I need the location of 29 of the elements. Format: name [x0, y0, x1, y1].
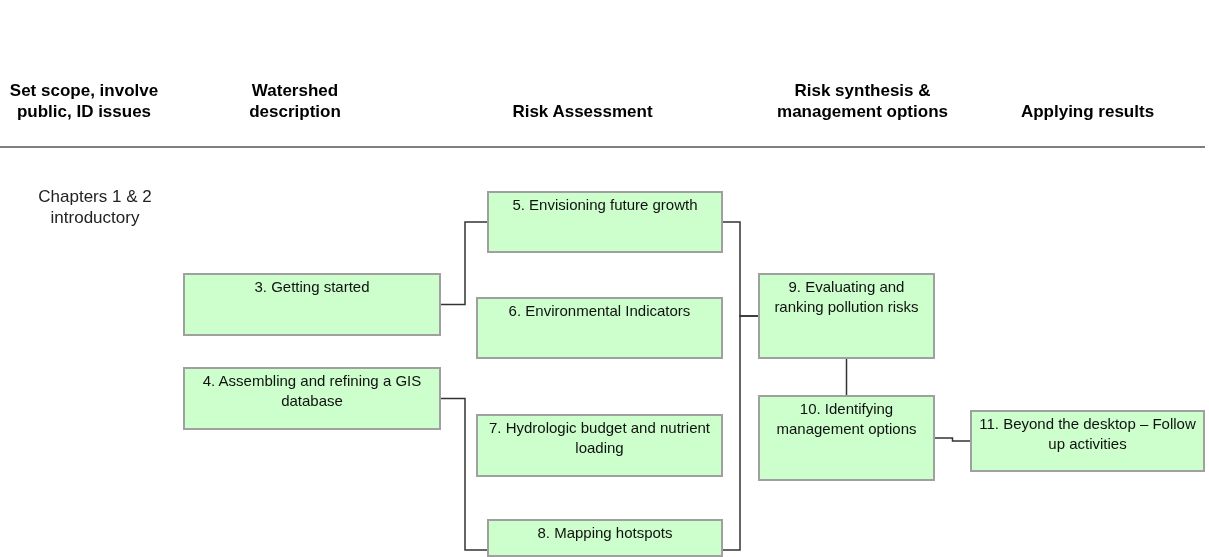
connector-line	[722, 315, 759, 551]
note-text: Chapters 1 & 2 introductory	[37, 186, 153, 228]
box-label: 7. Hydrologic budget and nutrient loading	[488, 418, 711, 458]
process-box	[487, 519, 723, 557]
connector-line	[934, 437, 971, 442]
column-header: Risk synthesis & management options	[776, 80, 949, 122]
connector-line	[440, 221, 488, 306]
box-label: 4. Assembling and refining a GIS database	[201, 371, 423, 411]
box-label: 3. Getting started	[253, 277, 371, 297]
process-box	[758, 395, 935, 481]
process-box	[476, 297, 723, 359]
process-box	[758, 273, 935, 359]
connector-line	[845, 358, 848, 396]
box-label: 10. Identifying management options	[775, 399, 918, 439]
box-label: 5. Envisioning future growth	[511, 195, 699, 215]
column-header: Applying results	[1019, 101, 1156, 122]
process-box	[183, 273, 441, 336]
box-label: 8. Mapping hotspots	[536, 523, 674, 543]
column-header: Watershed description	[248, 80, 342, 122]
process-box	[183, 367, 441, 430]
box-label: 6. Environmental Indicators	[507, 301, 692, 321]
box-label: 11. Beyond the desktop – Follow up activities	[978, 414, 1197, 454]
process-box	[476, 414, 723, 477]
box-label: 9. Evaluating and ranking pollution risks	[773, 277, 920, 317]
process-box	[970, 410, 1205, 472]
connector-line	[440, 397, 488, 551]
column-header: Risk Assessment	[511, 101, 654, 122]
column-header: Set scope, involve public, ID issues	[8, 80, 160, 122]
process-box	[487, 191, 723, 253]
